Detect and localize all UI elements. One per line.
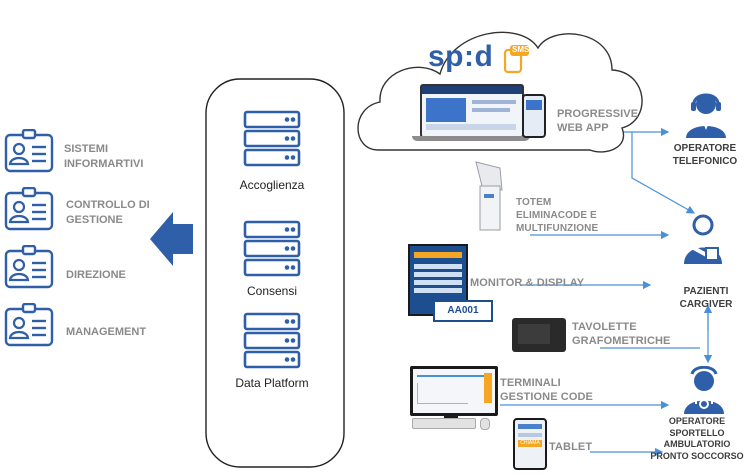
mouse-icon — [480, 418, 490, 430]
phone-screen-block — [526, 100, 542, 110]
site-text-line — [472, 108, 510, 112]
totem-line3: MULTIFUNZIONE — [516, 223, 599, 234]
actor-line1: PAZIENTI — [683, 286, 729, 297]
operatore-sportello-label: OPERATORE SPORTELLO AMBULATORIO PRONTO S… — [646, 416, 748, 462]
left-system-label-0: SISTEMI INFORMARTIVI — [64, 142, 143, 172]
operatore-telefonico-label: OPERATORE TELEFONICO — [660, 142, 749, 168]
site-text-line — [472, 100, 516, 104]
monitor-label: MONITOR & DISPLAY — [470, 277, 585, 289]
monitor-row — [414, 252, 462, 258]
left-system-line2: GESTIONE — [66, 214, 123, 226]
totem-device — [472, 160, 508, 232]
pwa-label: PROGRESSIVE WEB APP — [557, 107, 638, 135]
site-header — [422, 86, 522, 94]
service-label-consensi: Consensi — [246, 284, 298, 298]
left-system-line1: CONTROLLO DI — [66, 199, 150, 211]
server-icon — [243, 220, 301, 277]
actor-line2: TELEFONICO — [672, 156, 738, 167]
tablet-device: CHIAMA — [513, 418, 547, 470]
left-system-line1: DIREZIONE — [66, 269, 126, 281]
monitor-row — [414, 264, 462, 269]
totem-line1: TOTEM — [516, 197, 552, 208]
site-hero-image — [426, 98, 466, 122]
patient-icon — [684, 214, 722, 264]
monitor-row — [414, 272, 462, 277]
site-footer-strip — [426, 124, 516, 130]
phone-device — [522, 94, 546, 138]
terminal-monitor — [410, 366, 498, 416]
tavolette-label: TAVOLETTE GRAFOMETRICHE — [572, 320, 670, 348]
nurse-operator-icon — [684, 366, 724, 414]
totem-label: TOTEM ELIMINACODE E MULTIFUNZIONE — [516, 196, 598, 235]
tavoletta-screen — [518, 324, 550, 344]
terminal-sidebar — [484, 373, 492, 403]
spid-logo: sp:d — [428, 40, 494, 73]
id-card-icon — [4, 129, 54, 173]
pwa-line1: PROGRESSIVE — [557, 108, 639, 120]
ticket-number: AA001 — [447, 305, 479, 316]
actor-line4: PRONTO SOCCORSO — [650, 450, 744, 461]
keyboard-icon — [412, 418, 476, 429]
totem-line2: ELIMINACODE E — [516, 210, 597, 221]
big-left-arrow — [150, 212, 193, 266]
arrow-pwa-pazienti — [631, 132, 696, 214]
sms-badge: SMS — [512, 45, 530, 54]
actor-line3: AMBULATORIO — [663, 439, 731, 449]
laptop-screen — [420, 84, 524, 138]
id-card-icon — [4, 187, 54, 231]
laptop-base — [412, 136, 530, 141]
monitor-row — [414, 280, 462, 285]
tablet-row — [518, 433, 542, 437]
actor-line1: OPERATORE — [673, 143, 737, 154]
server-icon — [243, 110, 301, 167]
tavoletta-device — [512, 318, 566, 352]
monitor-row — [414, 288, 462, 293]
service-label-accoglienza: Accoglienza — [239, 178, 305, 192]
terminali-line2: GESTIONE CODE — [500, 391, 593, 403]
terminal-stand — [444, 413, 458, 419]
tablet-label: TABLET — [549, 441, 593, 453]
left-system-label-3: MANAGEMENT — [66, 325, 146, 340]
left-system-line1: SISTEMI — [64, 143, 109, 155]
headset-operator-icon — [686, 93, 726, 138]
tavolette-line2: GRAFOMETRICHE — [572, 335, 671, 347]
actor-line2: CARGIVER — [679, 299, 733, 310]
tavolette-line1: TAVOLETTE — [572, 321, 637, 333]
left-system-label-1: CONTROLLO DI GESTIONE — [66, 198, 150, 228]
pwa-line2: WEB APP — [557, 122, 609, 134]
services-box — [205, 78, 345, 468]
tablet-row — [518, 424, 542, 429]
sms-phone-icon — [502, 44, 530, 74]
terminal-chart-line — [417, 375, 489, 377]
actor-line2: SPORTELLO — [669, 427, 725, 438]
pazienti-label: PAZIENTI CARGIVER — [664, 285, 748, 311]
left-system-label-2: DIREZIONE — [66, 268, 126, 283]
server-icon — [243, 312, 301, 369]
monitor-display-device — [408, 244, 468, 316]
ticket-display: AA001 — [433, 300, 493, 322]
terminali-label: TERMINALI GESTIONE CODE — [500, 376, 593, 404]
service-label-data-platform: Data Platform — [235, 376, 309, 390]
terminali-line1: TERMINALI — [500, 377, 561, 389]
left-system-line1: MANAGEMENT — [66, 326, 147, 338]
actor-line1: OPERATORE — [668, 416, 726, 426]
id-card-icon — [4, 245, 54, 289]
id-card-icon — [4, 303, 54, 347]
terminal-chart-area — [417, 383, 468, 404]
left-system-line2: INFORMARTIVI — [64, 158, 144, 170]
tablet-call-button: CHIAMA — [518, 440, 542, 447]
